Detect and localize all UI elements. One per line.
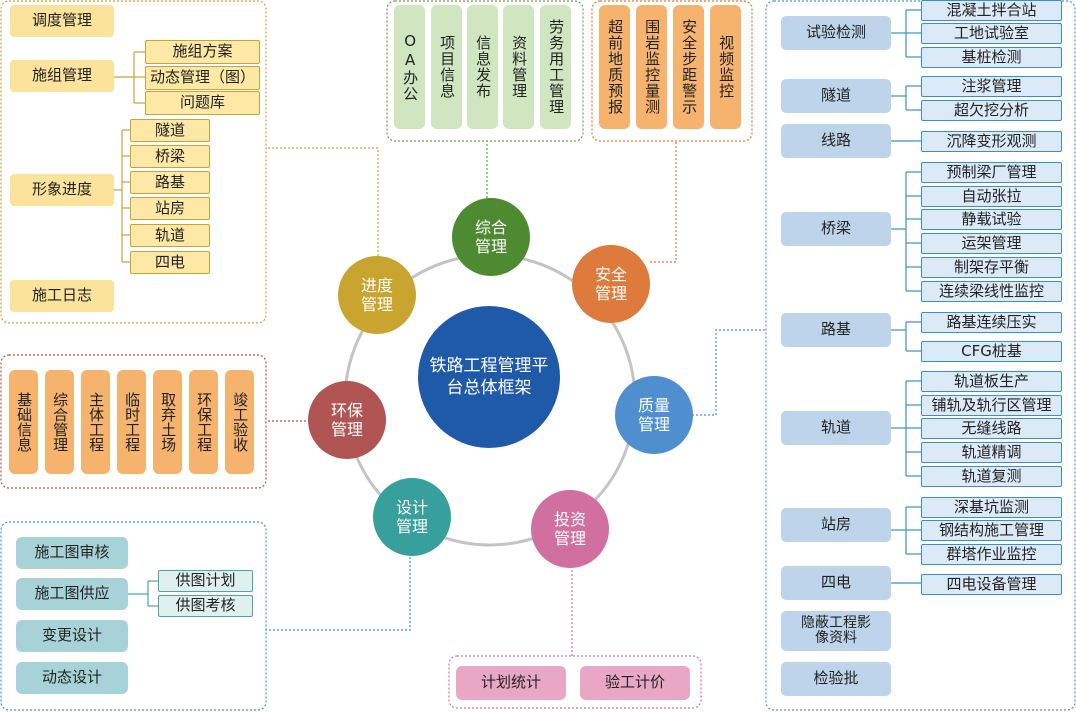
module-general-label: 综合管理 [474,217,507,256]
quality-power-item[interactable]: 四电设备管理 [921,574,1062,595]
safety-item[interactable]: 安全步距警示 [673,5,704,129]
quality-bridge-box[interactable]: 桥梁 [781,212,891,246]
module-design-label: 设计管理 [395,497,428,536]
quality-station-box[interactable]: 站房 [781,508,891,542]
quality-subgrade-box[interactable]: 路基 [781,313,891,347]
safety-item[interactable]: 视频监控 [710,5,741,129]
quality-testing-item[interactable]: 工地试验室 [921,23,1062,44]
module-investment-label: 投资管理 [553,509,586,548]
quality-power-box[interactable]: 四电 [781,566,891,600]
general-item[interactable]: 项目信息 [431,5,462,129]
quality-bridge-item[interactable]: 制架存平衡 [921,257,1062,278]
image-progress-item[interactable]: 隧道 [130,119,210,142]
quality-testing-box[interactable]: 试验检测 [781,16,891,50]
construction-org-item[interactable]: 动态管理（图） [145,66,260,90]
safety-item[interactable]: 围岩监控量测 [636,5,667,129]
module-safety-label: 安全管理 [594,264,627,303]
quality-track-item[interactable]: 铺轨及轨行区管理 [921,395,1062,416]
quality-bridge-item[interactable]: 自动张拉 [921,186,1062,207]
plan-statistics-box[interactable]: 计划统计 [456,666,566,700]
general-item[interactable]: 信息发布 [467,5,498,129]
quality-tunnel-box[interactable]: 隧道 [781,79,891,113]
quality-line-box[interactable]: 线路 [781,124,891,158]
quality-tunnel-item[interactable]: 超欠挖分析 [921,100,1062,121]
change-design-box[interactable]: 变更设计 [16,620,128,652]
quality-bridge-item[interactable]: 运架管理 [921,233,1062,254]
general-item[interactable]: 资料管理 [503,5,534,129]
module-general[interactable]: 综合管理 [452,198,530,276]
general-item[interactable]: OA办公 [394,5,425,129]
safety-item[interactable]: 超前地质预报 [599,5,630,129]
drawing-supply-box[interactable]: 施工图供应 [16,578,128,610]
module-quality[interactable]: 质量管理 [615,376,693,454]
quality-station-item[interactable]: 钢结构施工管理 [921,520,1062,541]
env-item[interactable]: 基础信息 [9,370,38,474]
image-progress-item[interactable]: 轨道 [130,224,210,247]
center-title: 铁路工程管理平台总体框架 [418,306,560,448]
quality-testing-item[interactable]: 混凝土拌合站 [921,0,1062,21]
quality-subgrade-item[interactable]: CFG桩基 [921,341,1062,362]
quality-track-item[interactable]: 轨道精调 [921,442,1062,463]
measurement-payment-box[interactable]: 验工计价 [580,666,690,700]
module-environment[interactable]: 环保管理 [308,381,386,459]
quality-hidden-works-label: 隐蔽工程影像资料 [801,614,871,646]
image-progress-box[interactable]: 形象进度 [10,174,114,206]
env-item[interactable]: 竣工验收 [225,370,254,474]
general-item[interactable]: 劳务用工管理 [540,5,571,129]
quality-inspection-box[interactable]: 检验批 [781,662,891,696]
module-environment-label: 环保管理 [330,400,363,439]
env-item[interactable]: 临时工程 [117,370,146,474]
env-item[interactable]: 综合管理 [45,370,74,474]
module-design[interactable]: 设计管理 [373,478,451,556]
dynamic-design-box[interactable]: 动态设计 [16,662,128,694]
quality-bridge-item[interactable]: 静载试验 [921,209,1062,230]
image-progress-item[interactable]: 站房 [130,197,210,220]
quality-bridge-item[interactable]: 预制梁厂管理 [921,162,1062,183]
env-item[interactable]: 环保工程 [189,370,218,474]
module-progress[interactable]: 进度管理 [338,256,416,334]
image-progress-item[interactable]: 四电 [130,251,210,274]
image-progress-item[interactable]: 路基 [130,171,210,194]
quality-hidden-works-box[interactable]: 隐蔽工程影像资料 [781,611,891,651]
module-investment[interactable]: 投资管理 [531,490,609,568]
drawing-supply-item[interactable]: 供图计划 [158,570,253,592]
quality-track-box[interactable]: 轨道 [781,411,891,445]
construction-org-box[interactable]: 施组管理 [10,60,114,92]
quality-line-item[interactable]: 沉降变形观测 [921,131,1062,152]
quality-track-item[interactable]: 无缝线路 [921,418,1062,439]
center-title-text: 铁路工程管理平台总体框架 [429,355,549,398]
daily-log-box[interactable]: 施工日志 [10,280,114,312]
env-item[interactable]: 取弃土场 [153,370,182,474]
env-item[interactable]: 主体工程 [81,370,110,474]
quality-tunnel-item[interactable]: 注浆管理 [921,76,1062,97]
module-safety[interactable]: 安全管理 [572,245,650,323]
module-progress-label: 进度管理 [360,275,393,314]
dispatch-box[interactable]: 调度管理 [10,5,114,37]
quality-track-item[interactable]: 轨道复测 [921,466,1062,487]
construction-org-item[interactable]: 施组方案 [145,40,260,64]
drawing-supply-item[interactable]: 供图考核 [158,595,253,617]
quality-testing-item[interactable]: 基桩检测 [921,47,1062,68]
module-quality-label: 质量管理 [637,395,670,434]
quality-subgrade-item[interactable]: 路基连续压实 [921,312,1062,333]
quality-bridge-item[interactable]: 连续梁线性监控 [921,281,1062,302]
construction-org-item[interactable]: 问题库 [145,91,260,115]
quality-station-item[interactable]: 群塔作业监控 [921,544,1062,565]
quality-station-item[interactable]: 深基坑监测 [921,497,1062,518]
drawing-review-box[interactable]: 施工图审核 [16,537,128,569]
image-progress-item[interactable]: 桥梁 [130,145,210,168]
quality-track-item[interactable]: 轨道板生产 [921,371,1062,392]
